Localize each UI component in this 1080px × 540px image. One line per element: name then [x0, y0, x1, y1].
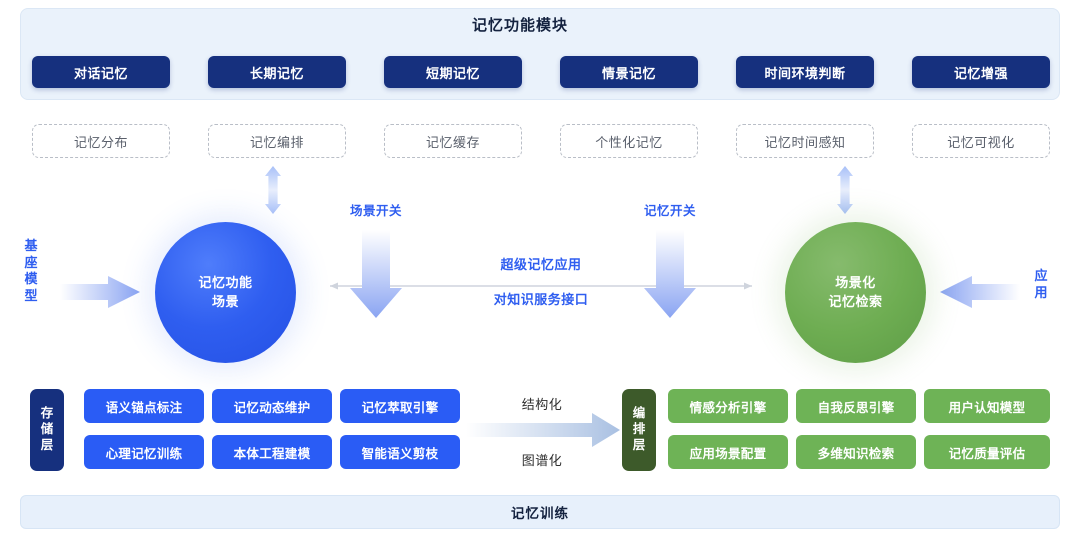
module-chip[interactable]: 短期记忆 [384, 56, 522, 88]
layer-cell[interactable]: 情感分析引擎 [668, 389, 788, 423]
layer-cell[interactable]: 多维知识检索 [796, 435, 916, 469]
application-label: 应 用 [1034, 268, 1048, 300]
structuring-label: 结构化 [521, 397, 563, 412]
layer-cell[interactable]: 记忆质量评估 [924, 435, 1050, 469]
memory-orchestration-dual-arrow [265, 166, 281, 214]
module-chip[interactable]: 情景记忆 [560, 56, 698, 88]
module-chip[interactable]: 长期记忆 [208, 56, 346, 88]
module-chip[interactable]: 时间环境判断 [736, 56, 874, 88]
capability-chip[interactable]: 记忆编排 [208, 124, 346, 158]
panel-title: 记忆功能模块 [471, 17, 568, 34]
graphing-label: 图谱化 [521, 453, 563, 468]
layer-cell[interactable]: 语义锚点标注 [84, 389, 204, 423]
scene-switch-label: 场景开关 [349, 204, 402, 218]
layer-cell[interactable]: 本体工程建模 [212, 435, 332, 469]
capability-chip[interactable]: 记忆时间感知 [736, 124, 874, 158]
base-model-label: 基 座 模 型 [24, 238, 38, 303]
capability-chip[interactable]: 个性化记忆 [560, 124, 698, 158]
layer-cell[interactable]: 用户认知模型 [924, 389, 1050, 423]
layer-cell[interactable]: 记忆动态维护 [212, 389, 332, 423]
arrangement-layer-label: 编 排 层 [622, 389, 656, 471]
structuring-graphing-arrow [466, 413, 620, 447]
capability-chip[interactable]: 记忆分布 [32, 124, 170, 158]
layer-cell[interactable]: 心理记忆训练 [84, 435, 204, 469]
scenario-memory-retrieval-circle: 场景化 记忆检索 [785, 222, 926, 363]
memory-switch-label: 记忆开关 [643, 204, 696, 218]
storage-layer-label: 存 储 层 [30, 389, 64, 471]
memory-training-footer: 记忆训练 [20, 495, 1060, 529]
knowledge-service-interface-label: 对知识服务接口 [493, 292, 589, 307]
capability-chip[interactable]: 记忆可视化 [912, 124, 1050, 158]
layer-cell[interactable]: 记忆萃取引擎 [340, 389, 460, 423]
layer-cell[interactable]: 应用场景配置 [668, 435, 788, 469]
module-chip[interactable]: 对话记忆 [32, 56, 170, 88]
layer-cell[interactable]: 智能语义剪枝 [340, 435, 460, 469]
base-model-arrow [60, 276, 140, 308]
super-memory-app-label: 超级记忆应用 [500, 257, 582, 272]
memory-function-scene-circle: 记忆功能 场景 [155, 222, 296, 363]
application-arrow [940, 276, 1020, 308]
capability-chip[interactable]: 记忆缓存 [384, 124, 522, 158]
memory-time-awareness-dual-arrow [837, 166, 853, 214]
layer-cell[interactable]: 自我反思引擎 [796, 389, 916, 423]
memory-function-module-panel [20, 8, 1060, 100]
module-chip[interactable]: 记忆增强 [912, 56, 1050, 88]
